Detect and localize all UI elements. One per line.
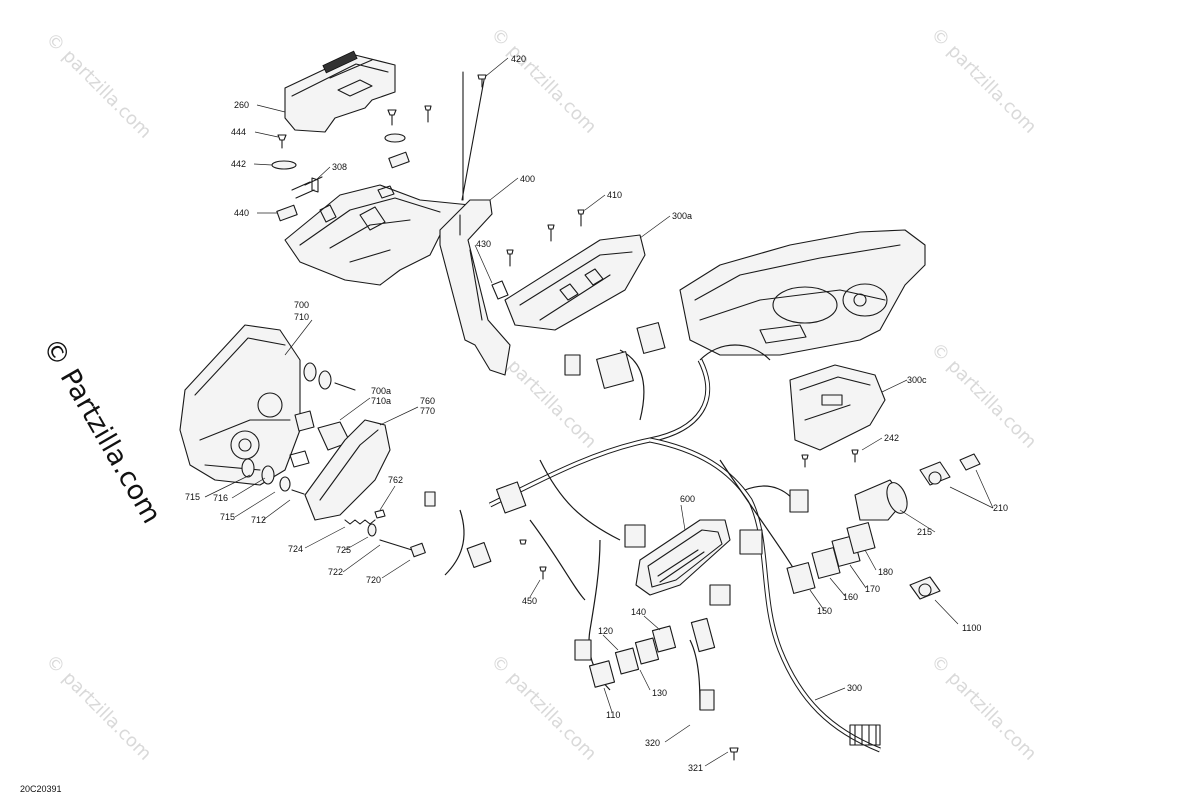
callout-labels: 420 260 444 442 308 440 400 410 300a 430…: [185, 54, 1008, 773]
callout-444: 444: [231, 127, 246, 137]
callout-210: 210: [993, 503, 1008, 513]
watermark-top-right: © partzilla.com: [926, 24, 1040, 138]
watermark-bottom-center: © partzilla.com: [486, 651, 600, 765]
callout-450: 450: [522, 596, 537, 606]
callout-300c: 300c: [907, 375, 927, 385]
watermark-bottom-right: © partzilla.com: [926, 651, 1040, 765]
callout-170: 170: [865, 584, 880, 594]
display-600: [635, 519, 731, 596]
callout-440: 440: [234, 208, 249, 218]
callout-600: 600: [680, 494, 695, 504]
diagram-code: 20C20391: [20, 784, 62, 794]
callout-130: 130: [652, 688, 667, 698]
callout-242: 242: [884, 433, 899, 443]
callout-1100: 1100: [962, 623, 981, 633]
callout-320: 320: [645, 738, 660, 748]
callout-150: 150: [817, 606, 832, 616]
callout-760: 760: [420, 396, 435, 406]
callout-420: 420: [511, 54, 526, 64]
callout-110: 110: [606, 710, 620, 720]
watermark-top-center: © partzilla.com: [486, 24, 600, 138]
callout-716: 716: [213, 493, 228, 503]
lower-switches: [588, 625, 677, 688]
headlight-frame: [679, 229, 926, 356]
callout-430: 430: [476, 239, 491, 249]
callout-442: 442: [231, 159, 246, 169]
callout-700a: 700a: [371, 386, 391, 396]
callout-722: 722: [328, 567, 343, 577]
callout-300a: 300a: [672, 211, 692, 221]
callout-308: 308: [332, 162, 347, 172]
callout-720: 720: [366, 575, 381, 585]
leader-lines: [204, 57, 994, 767]
wiring-harness: [424, 322, 881, 761]
callout-715-b: 715: [220, 512, 235, 522]
callout-140: 140: [631, 607, 646, 617]
callout-770: 770: [420, 406, 435, 416]
callout-321: 321: [688, 763, 703, 773]
callout-710: 710: [294, 312, 309, 322]
callout-180: 180: [878, 567, 893, 577]
watermark-mid-right: © partzilla.com: [926, 339, 1040, 453]
watermark-bottom-left: © partzilla.com: [41, 651, 155, 765]
callout-260: 260: [234, 100, 249, 110]
callout-762: 762: [388, 475, 403, 485]
partzilla-watermark: © Partzilla.com: [36, 333, 167, 529]
callout-710a: 710a: [371, 396, 391, 406]
callout-724: 724: [288, 544, 303, 554]
watermark-top-left: © partzilla.com: [41, 29, 155, 143]
callout-725: 725: [336, 545, 351, 555]
callout-400: 400: [520, 174, 535, 184]
bracket-300a: [491, 209, 646, 331]
callout-215: 215: [917, 527, 932, 537]
callout-700: 700: [294, 300, 309, 310]
callout-410: 410: [607, 190, 622, 200]
upper-cover-assembly: [271, 50, 511, 376]
headlight-housing: [179, 324, 426, 558]
callout-300: 300: [847, 683, 862, 693]
callout-715: 715: [185, 492, 200, 502]
callout-712: 712: [251, 515, 266, 525]
callout-160: 160: [843, 592, 858, 602]
switch-panel-300c: [789, 364, 886, 468]
callout-120: 120: [598, 626, 613, 636]
right-components: [786, 453, 981, 600]
